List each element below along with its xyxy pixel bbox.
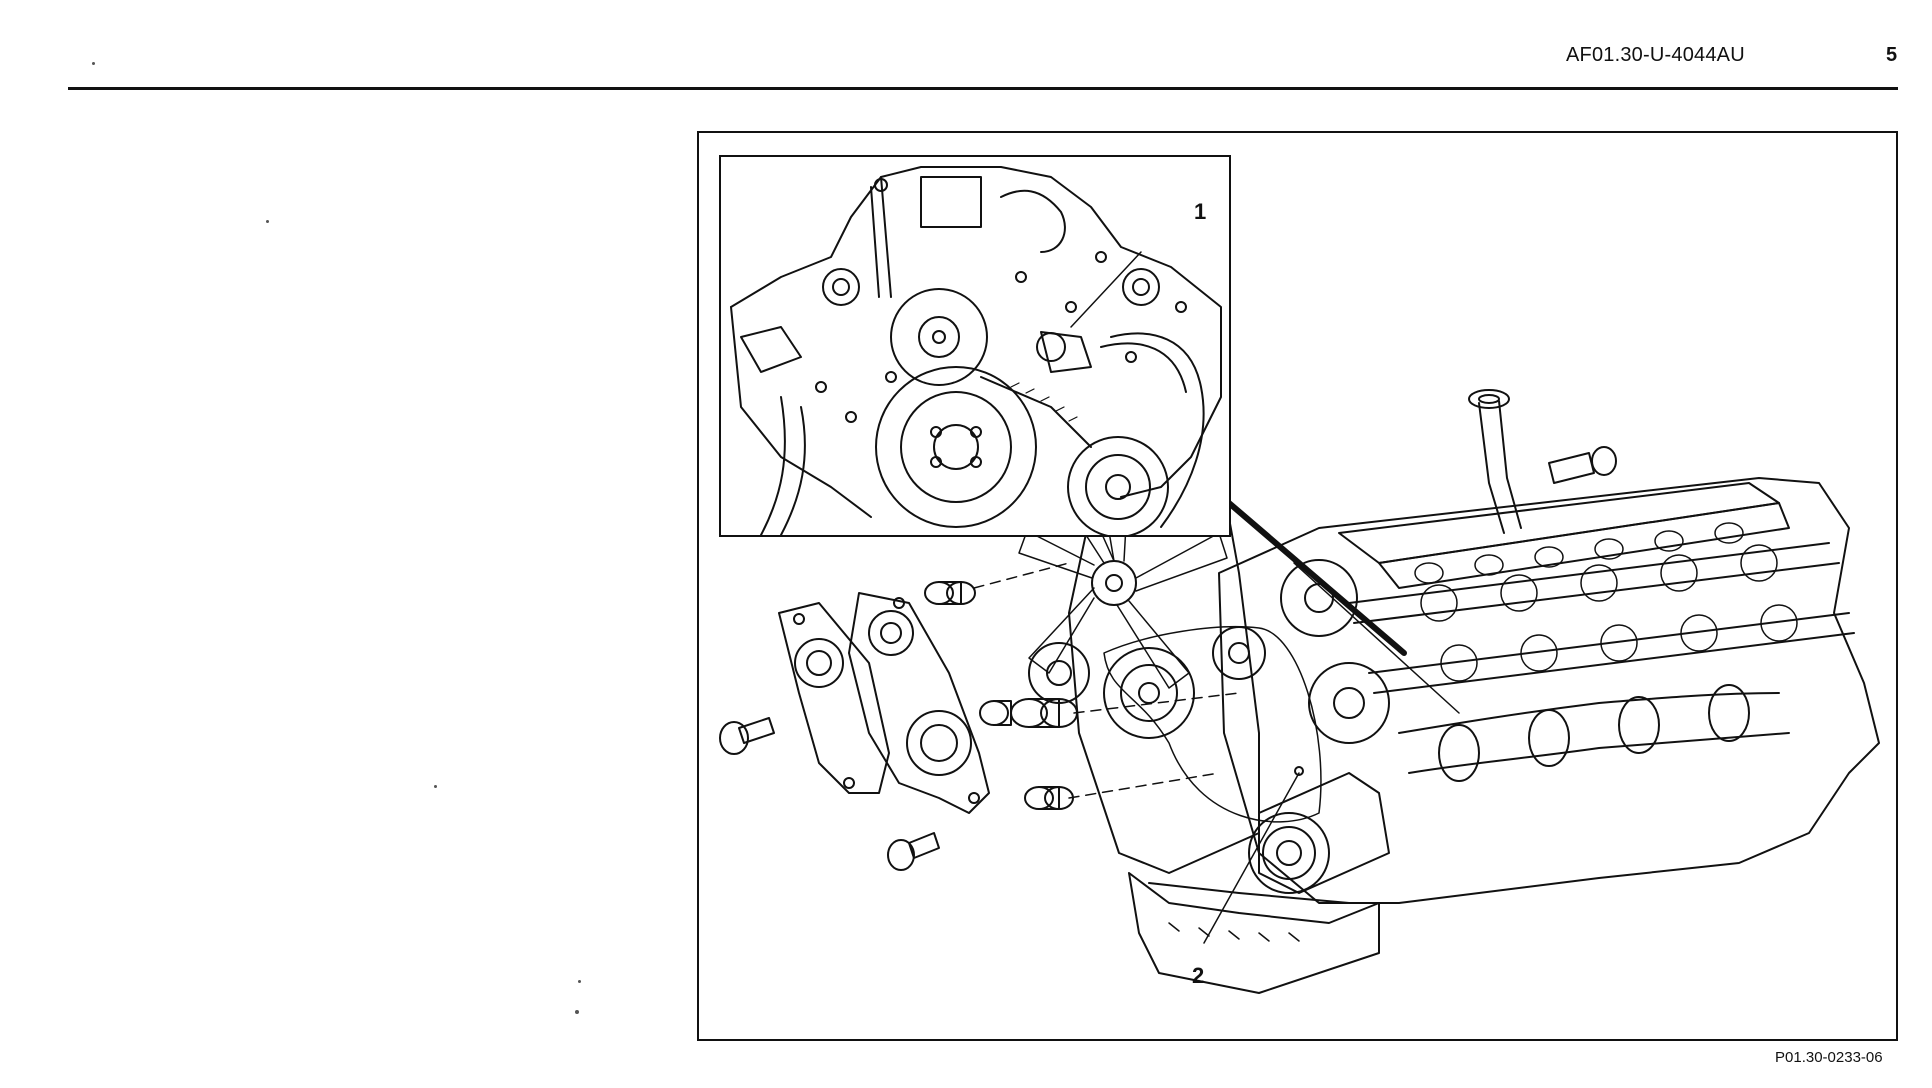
scan-speck xyxy=(578,980,581,983)
page-number: 5 xyxy=(1886,44,1898,66)
detail-inset xyxy=(719,155,1231,537)
figure-reference: P01.30-0233-06 xyxy=(1775,1049,1883,1066)
figure-frame: 1 2 xyxy=(697,131,1898,1041)
header-rule xyxy=(68,87,1898,90)
callout-2-label: 2 xyxy=(1192,963,1205,988)
callout-1-label: 1 xyxy=(1194,199,1207,224)
scan-speck xyxy=(92,62,95,65)
engine-illustration xyxy=(719,389,1880,994)
document-code: AF01.30-U-4044AU xyxy=(1566,44,1745,66)
scan-speck xyxy=(575,1010,579,1014)
scan-speck xyxy=(434,785,437,788)
scan-speck xyxy=(266,220,269,223)
timing-cover-detail-illustration xyxy=(730,166,1222,535)
